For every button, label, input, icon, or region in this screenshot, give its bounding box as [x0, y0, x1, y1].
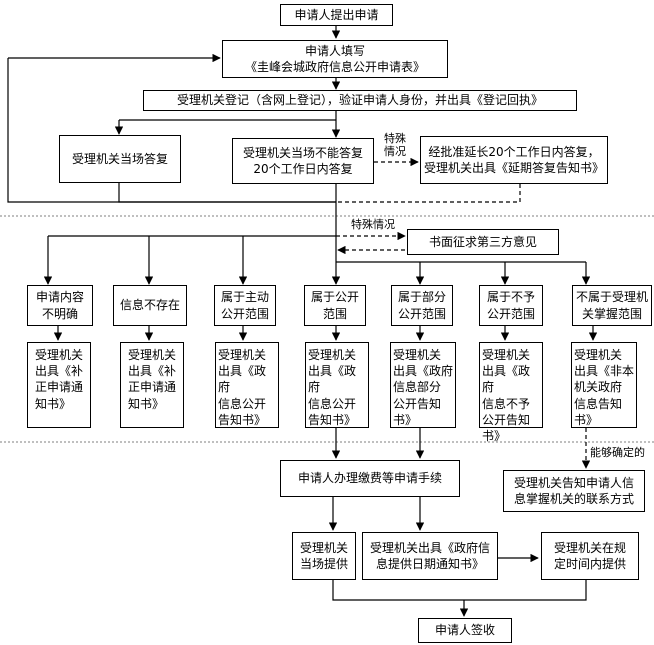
node-case-not-held: 不属于受理机 关掌握范围 — [572, 285, 652, 326]
node-result-4: 受理机关 出具《政府 信息公开 告知书》 — [305, 342, 369, 428]
line-loop-back — [7, 58, 336, 203]
node-20days-reply: 受理机关当场不能答复 20个工作日内答复 — [232, 138, 374, 184]
node-case-partial: 属于部分 公开范围 — [391, 285, 453, 326]
label-special-case-2: 特殊情况 — [343, 218, 403, 232]
node-notice-date: 受理机关出具《政府信 息提供日期通知书》 — [362, 532, 498, 580]
node-case-public: 属于公开 范围 — [304, 285, 366, 326]
line-merge-to-sign — [332, 580, 587, 601]
node-applicant-sign: 申请人签收 — [418, 618, 512, 643]
line-extend-return — [336, 184, 521, 203]
node-result-6: 受理机关 出具《政府 信息不予 公开告知 书》 — [479, 342, 543, 443]
node-case-active-public: 属于主动 公开范围 — [214, 285, 276, 326]
node-result-1: 受理机关 出具《补 正申请通 知书》 — [27, 342, 91, 428]
node-result-3: 受理机关 出具《政府 信息公开 告知书》 — [215, 342, 279, 428]
node-fill-form: 申请人填写 《圭峰会城政府信息公开申请表》 — [222, 40, 448, 78]
node-case-unclear: 申请内容 不明确 — [27, 285, 93, 326]
node-extend-reply: 经批准延长20个工作日内答复， 受理机关出具《延期答复告知书》 — [420, 136, 608, 184]
node-register: 受理机关登记（含网上登记），验证申请人身份，并出具《登记回执》 — [143, 90, 577, 111]
node-case-not-exist: 信息不存在 — [113, 285, 187, 326]
node-provide-in-time: 受理机关在规 定时间内提供 — [541, 532, 639, 580]
node-result-7: 受理机关 出具《非本 机关政府 信息告知 书》 — [571, 342, 637, 428]
node-result-5: 受理机关 出具《政府 信息部分 公开告知 书》 — [390, 342, 456, 428]
label-special-case-1: 特殊 情况 — [378, 132, 412, 159]
node-third-party: 书面征求第三方意见 — [407, 229, 559, 255]
node-onsite-provide: 受理机关 当场提供 — [292, 532, 356, 580]
node-fee-procedure: 申请人办理缴费等申请手续 — [280, 460, 460, 497]
node-case-not-public: 属于不予 公开范围 — [479, 285, 543, 326]
node-onsite-reply: 受理机关当场答复 — [59, 135, 181, 183]
node-apply: 申请人提出申请 — [280, 4, 393, 26]
label-can-determine: 能够确定的 — [590, 446, 652, 460]
line-onsite-merge — [118, 183, 336, 203]
node-result-2: 受理机关 出具《补 正申请通 知书》 — [120, 342, 184, 428]
node-inform-contact: 受理机关告知申请人信 息掌握机关的联系方式 — [503, 470, 645, 512]
